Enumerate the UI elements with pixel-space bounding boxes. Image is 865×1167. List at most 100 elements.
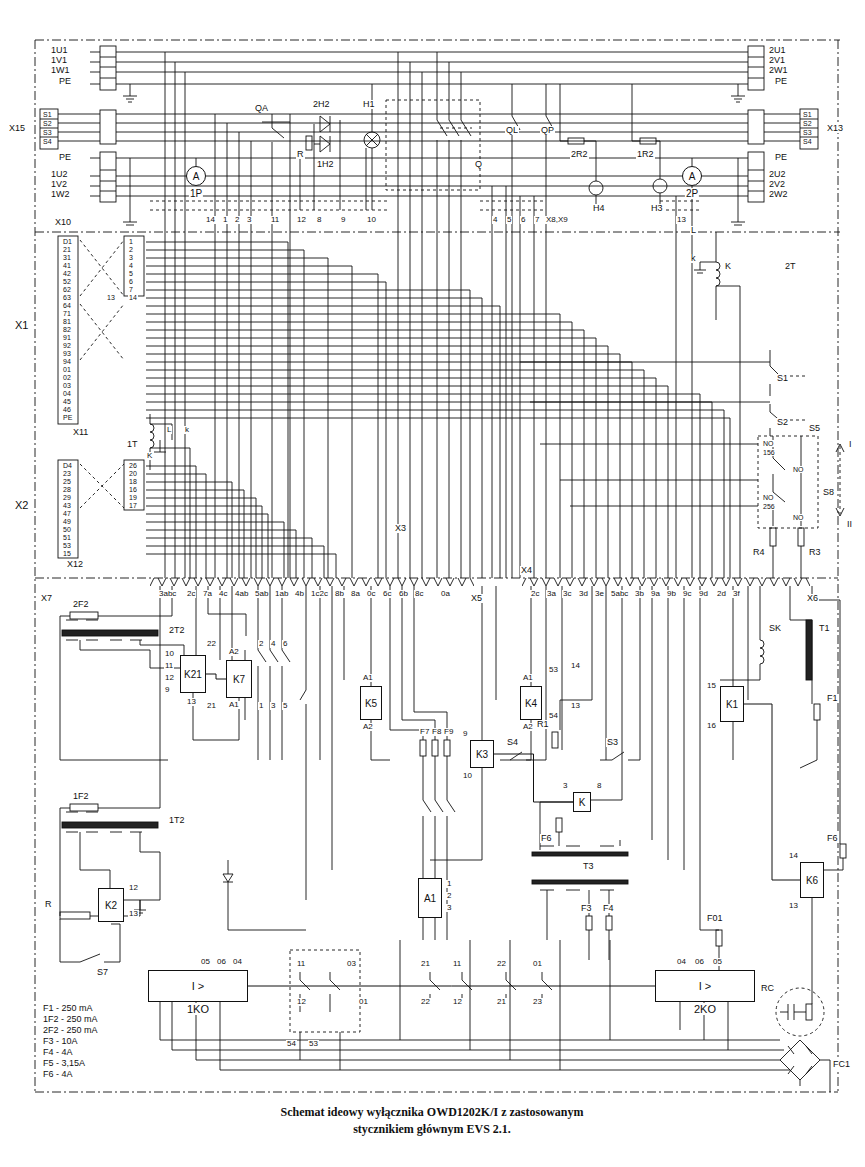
connector-block xyxy=(748,46,764,90)
label-anchor: 1F2 xyxy=(72,792,90,801)
node-text: A1 xyxy=(424,893,436,904)
label-anchor: K xyxy=(146,452,153,460)
part-label: 1T xyxy=(126,440,139,449)
label-anchor: X6 xyxy=(806,594,819,603)
arrow-head xyxy=(836,444,844,516)
wire-connector xyxy=(206,674,226,679)
node-text: K4 xyxy=(525,698,537,709)
terminal-block xyxy=(124,236,144,296)
part-label: 2W2 xyxy=(768,190,789,199)
wire xyxy=(560,84,676,578)
part-label: QP xyxy=(540,126,555,135)
fuse-symbol xyxy=(70,612,98,619)
caption: Schemat ideowy wyłącznika OWD1202K/I z z… xyxy=(281,1105,584,1136)
label-anchor: 156 xyxy=(762,449,776,456)
part-label: 3d xyxy=(578,590,589,598)
part-label: NO xyxy=(762,440,775,447)
label-anchor: 3e xyxy=(594,590,605,598)
part-label: PE xyxy=(62,414,73,421)
label-anchor: 05 xyxy=(712,958,723,966)
label-anchor: 7 xyxy=(534,216,540,224)
part-label: 0c xyxy=(366,590,376,598)
node-text: K3 xyxy=(476,749,488,760)
label-anchor: F7 xyxy=(419,728,430,736)
label-anchor: X13 xyxy=(826,124,844,133)
label-anchor: 3 xyxy=(270,702,276,710)
connector-block xyxy=(748,110,764,144)
label-anchor: 5 xyxy=(282,702,288,710)
part-label: 20 xyxy=(128,470,138,477)
part-label: A1 xyxy=(362,674,374,682)
overcurrent-relay-box: I >2KO xyxy=(655,970,755,1002)
label-anchor: 1ab xyxy=(274,590,289,598)
transformer-core xyxy=(532,852,628,856)
fuse-symbol xyxy=(432,740,438,756)
label-anchor: 3 xyxy=(446,904,452,912)
fuse-symbol xyxy=(840,844,846,858)
part-label: S3 xyxy=(42,129,53,136)
part-label: 4ab xyxy=(234,590,249,598)
label-anchor: S1 xyxy=(776,374,789,383)
label-anchor: T1 xyxy=(818,624,831,633)
label-anchor: 17 xyxy=(128,502,138,509)
label-anchor: 3 xyxy=(562,782,568,790)
part-label: PE xyxy=(774,77,788,86)
label-anchor: 13 xyxy=(676,216,687,224)
label-anchor: PE xyxy=(774,153,788,162)
part-label: 15 xyxy=(706,682,717,690)
label-anchor: S8 xyxy=(822,488,835,497)
part-label: 7 xyxy=(534,216,540,224)
label-anchor: 41 xyxy=(62,262,72,269)
part-label: S2 xyxy=(776,418,789,427)
label-anchor: 12 xyxy=(128,884,139,892)
part-label: 3a xyxy=(546,590,557,598)
part-label: 23 xyxy=(62,470,72,477)
label-anchor: 06 xyxy=(216,958,227,966)
label-anchor: 1 xyxy=(222,216,228,224)
label-anchor: 0c xyxy=(366,590,376,598)
label-anchor: 2 xyxy=(446,892,452,900)
label-anchor: 2T xyxy=(784,262,797,271)
label-anchor: 04 xyxy=(62,390,72,397)
part-label: 6c xyxy=(382,590,392,598)
part-label: 14 xyxy=(570,662,581,670)
diode-symbol xyxy=(223,860,306,930)
part-label: 26 xyxy=(128,462,138,469)
part-label: S5 xyxy=(808,424,821,433)
label-anchor: NO xyxy=(762,494,775,501)
label-anchor: 42 xyxy=(62,270,72,277)
ammeter-symbol: A1P xyxy=(186,166,206,186)
part-label: S1 xyxy=(802,111,813,118)
label-anchor: X4 xyxy=(520,566,533,575)
part-label: 1F2 - 250 mA xyxy=(42,1015,99,1024)
part-label: F9 xyxy=(443,728,454,736)
part-label: 22 xyxy=(206,640,217,648)
part-label: 14 xyxy=(128,294,138,301)
label-anchor: 4c xyxy=(218,590,228,598)
label-anchor: F5 - 3,15A xyxy=(42,1059,86,1068)
label-anchor: R xyxy=(296,150,305,159)
fuse-symbol xyxy=(586,916,592,930)
part-label: F1 xyxy=(826,694,839,703)
label-anchor: 2F2 - 250 mA xyxy=(42,1026,99,1035)
fuse-symbol xyxy=(420,740,426,756)
part-label: X15 xyxy=(8,124,26,133)
part-label: 2c xyxy=(530,590,540,598)
part-label: 01 xyxy=(358,998,369,1006)
label-anchor: F9 xyxy=(443,728,454,736)
label-anchor: 63 xyxy=(62,294,72,301)
part-label: 11 xyxy=(452,960,462,968)
part-label: FC1 xyxy=(832,1060,851,1069)
label-anchor: PE xyxy=(58,153,72,162)
resistor-symbol xyxy=(568,138,584,144)
label-anchor: R1 xyxy=(536,720,550,729)
part-label: 9 xyxy=(462,730,468,738)
wire-connector xyxy=(248,986,655,987)
ammeter-circle xyxy=(683,167,702,186)
label-anchor: 7 xyxy=(128,286,134,293)
part-label: 54 xyxy=(548,712,559,720)
relay-coil-box: K1 xyxy=(720,686,744,722)
capacitor-symbol xyxy=(780,1004,806,1020)
label-anchor: K xyxy=(724,262,732,271)
